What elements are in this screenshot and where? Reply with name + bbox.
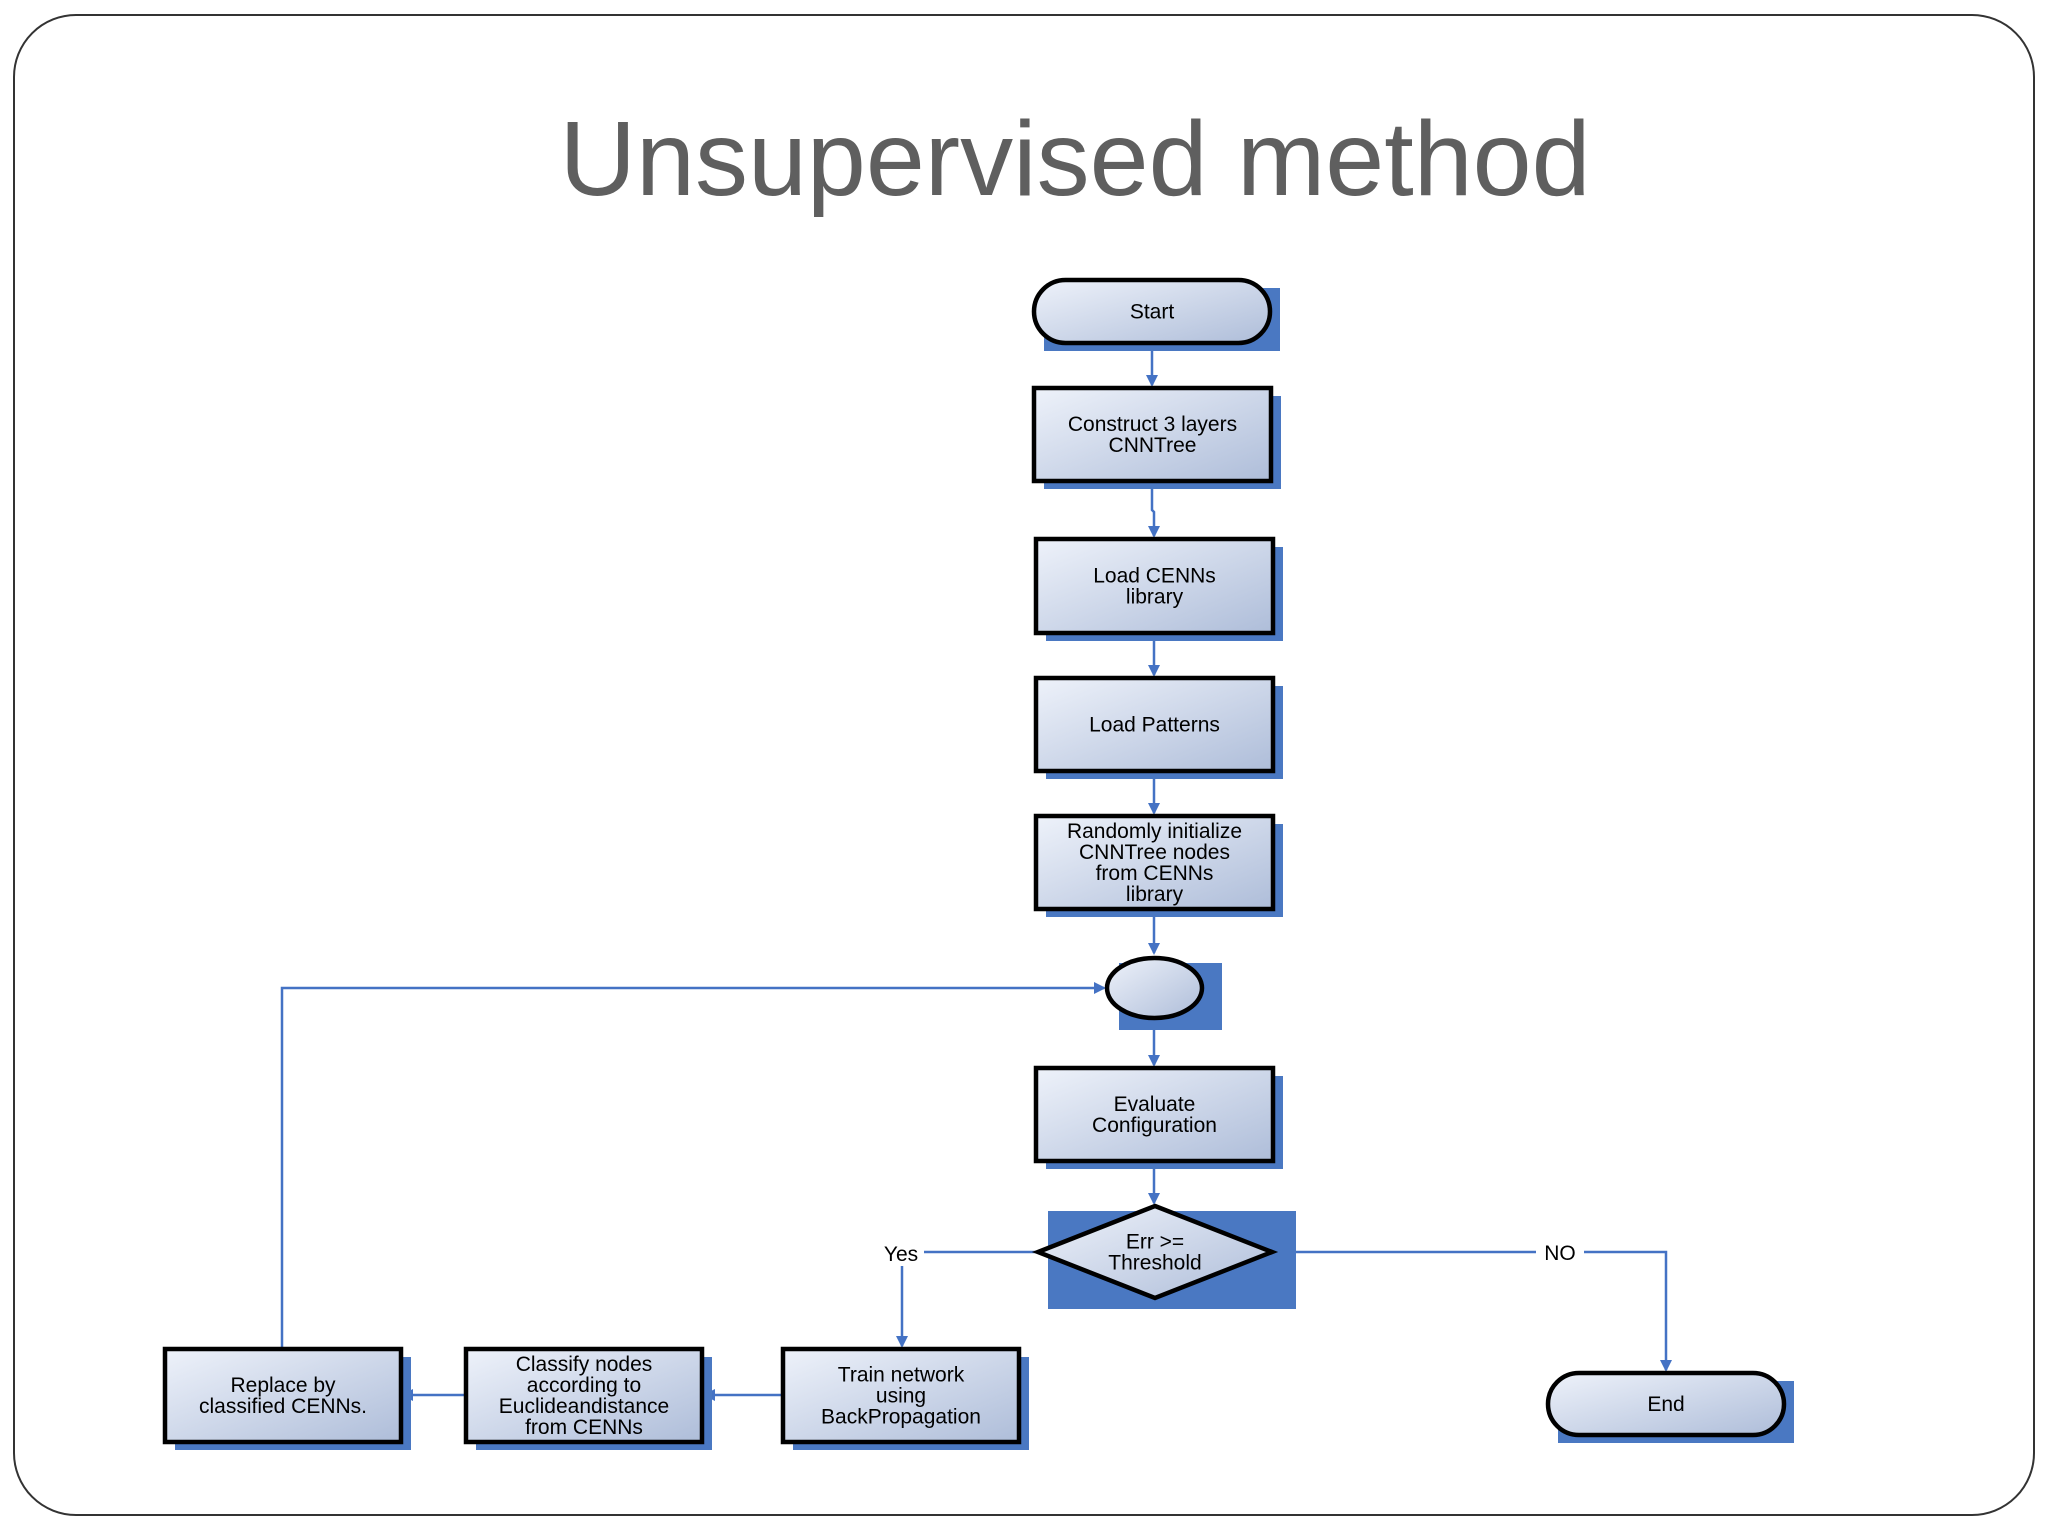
node-label-line: Configuration	[1092, 1114, 1217, 1137]
edges-layer	[280, 345, 1672, 1401]
edge-label-yes-bg	[872, 1240, 924, 1266]
node-end: End	[1545, 1370, 1794, 1443]
node-shape-ellipse	[1104, 955, 1205, 1021]
node-label-line: Classify nodes	[516, 1353, 653, 1376]
node-label-line: Err >=	[1126, 1231, 1184, 1254]
edge-decision-no-to-end	[1272, 1250, 1672, 1372]
node-label-line: Replace by	[230, 1374, 336, 1397]
node-start: Start	[1031, 277, 1280, 351]
node-label-line: Train network	[838, 1364, 965, 1387]
node-label-line: according to	[527, 1374, 641, 1397]
node-shape-rect	[1031, 385, 1274, 484]
node-label-line: Start	[1130, 301, 1175, 324]
edge-label-yes: Yes	[884, 1243, 918, 1266]
node-shape-rect	[463, 1346, 705, 1445]
edge-decision-yes-to-train	[896, 1250, 1038, 1348]
node-shape-rect	[1033, 1065, 1276, 1164]
node-shape-rect	[1033, 813, 1276, 912]
node-shape-diamond	[1031, 1203, 1279, 1301]
node-decision: Err >=Threshold	[1031, 1203, 1296, 1309]
edge-replace-loop-to-junction	[280, 982, 1106, 1348]
node-label-line: BackPropagation	[821, 1406, 981, 1429]
node-shape-rect	[162, 1346, 404, 1445]
node-label-line: from CENNs	[525, 1416, 643, 1439]
node-label-line: Evaluate	[1114, 1093, 1196, 1116]
node-shape-stadium	[1031, 277, 1273, 346]
node-shape-rect	[780, 1346, 1022, 1445]
slide-title: Unsupervised method	[559, 100, 1590, 218]
node-label-line: Threshold	[1108, 1252, 1201, 1275]
edge-labels-layer: Yes NO	[872, 1240, 1584, 1266]
node-label-line: from CENNs	[1096, 862, 1214, 885]
node-junction	[1104, 955, 1222, 1030]
node-label-line: Load CENNs	[1093, 565, 1216, 588]
node-label-line: Randomly initialize	[1067, 820, 1242, 843]
edge-label-no-bg	[1536, 1240, 1584, 1266]
node-load-patterns: Load Patterns	[1033, 675, 1283, 779]
node-label-line: End	[1647, 1393, 1684, 1416]
node-label-line: using	[876, 1385, 926, 1408]
node-label-line: Euclideandistance	[499, 1395, 669, 1418]
node-label-line: Construct 3 layers	[1068, 413, 1237, 436]
node-label-line: library	[1126, 883, 1184, 906]
node-label-line: classified CENNs.	[199, 1395, 367, 1418]
node-label-line: CNNTree	[1109, 434, 1197, 457]
edge-construct-to-load-cenns	[1148, 482, 1160, 538]
node-label-line: CNNTree nodes	[1079, 841, 1230, 864]
node-label-line: library	[1126, 586, 1184, 609]
node-shape-rect	[1033, 536, 1276, 636]
slide-frame	[13, 14, 2035, 1516]
node-shape-stadium	[1545, 1370, 1787, 1438]
node-label-line: Load Patterns	[1089, 714, 1220, 737]
node-shape-rect	[1033, 675, 1276, 774]
edge-label-no: NO	[1544, 1242, 1576, 1265]
